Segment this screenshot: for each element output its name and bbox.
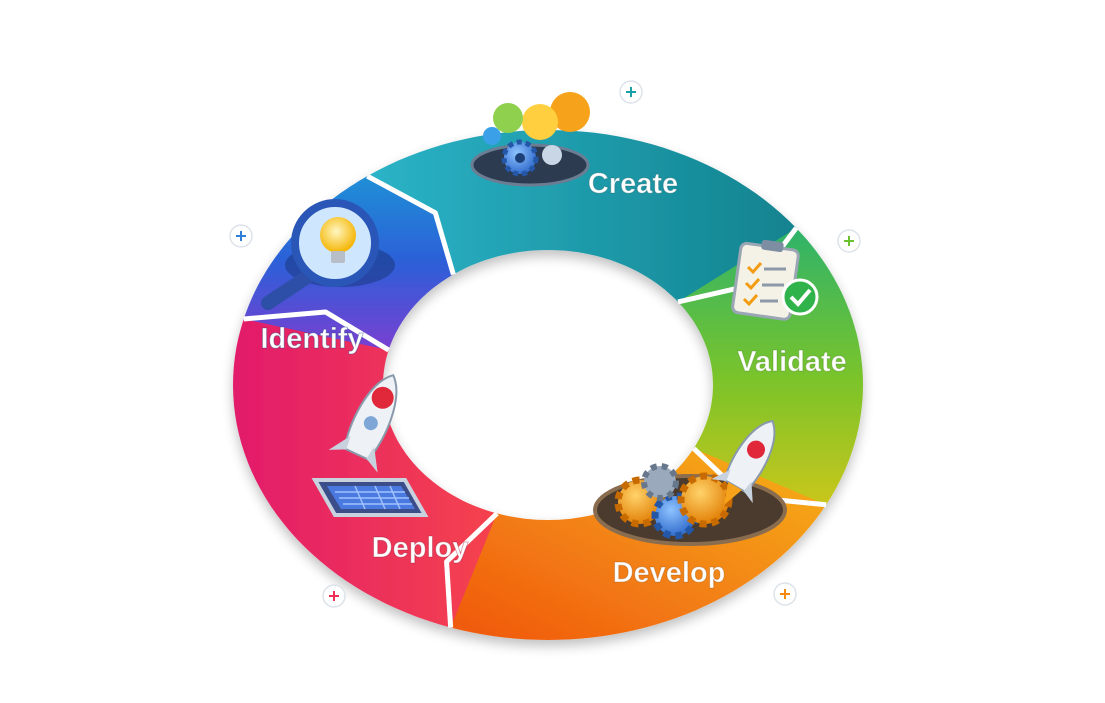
label-identify: Identify (260, 323, 363, 355)
segment-separator-arrow (243, 309, 390, 353)
checklist-icon (731, 239, 819, 321)
cycle-ring (233, 130, 863, 640)
rocket-laptop-icon (311, 373, 429, 517)
plus-marker-icon (322, 584, 346, 608)
segment-deploy (233, 312, 497, 628)
plus-marker-icon (837, 229, 861, 253)
label-create: Create (588, 168, 678, 200)
label-deploy: Deploy (372, 532, 469, 564)
label-validate: Validate (737, 346, 847, 378)
label-develop: Develop (613, 557, 726, 589)
segment-separator-arrow (444, 511, 499, 628)
plus-markers (229, 80, 861, 608)
ideas-gears-icon (470, 92, 590, 187)
segment-separator-arrow (366, 173, 456, 276)
lightbulb-magnifier-icon (261, 199, 395, 310)
gears-rocket-icon (593, 419, 787, 546)
plus-marker-icon (229, 224, 253, 248)
plus-marker-icon (773, 582, 797, 606)
plus-marker-icon (619, 80, 643, 104)
